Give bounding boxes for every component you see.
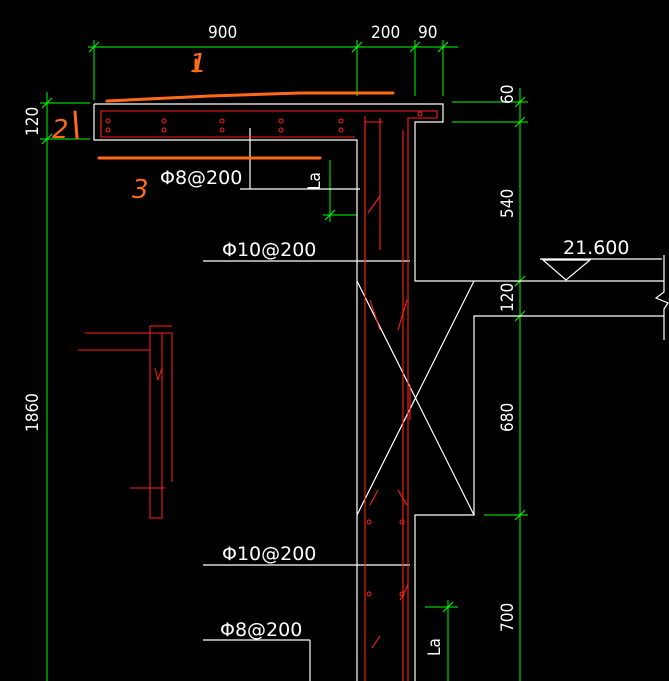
rebar-label-phi8-bottom: Φ8@200 — [220, 619, 302, 641]
elevation-label: 21.600 — [563, 237, 629, 259]
dim-right-680: 680 — [498, 403, 518, 432]
rebar-dots — [105, 111, 423, 597]
dim-90: 90 — [418, 23, 437, 43]
la-label-lower: La — [425, 638, 445, 656]
markup-note-2: 2 — [52, 115, 69, 145]
dim-right-540: 540 — [498, 189, 518, 218]
rebar-label-phi10-lower: Φ10@200 — [222, 543, 316, 565]
dimension-lines — [40, 40, 528, 681]
dim-right-60: 60 — [498, 85, 518, 104]
dim-right-700: 700 — [498, 603, 518, 632]
structure-outline — [93, 103, 669, 681]
dim-200: 200 — [371, 23, 400, 43]
dim-right-120: 120 — [498, 283, 518, 312]
rebar-sketch — [78, 325, 173, 519]
rebar-lines — [100, 110, 438, 681]
dim-left-1860: 1860 — [23, 393, 43, 432]
dim-left-120: 120 — [23, 107, 43, 136]
rebar-label-phi10-upper: Φ10@200 — [222, 239, 316, 261]
markup-note-1-tick — [73, 110, 79, 140]
markup-note-1: 1 — [190, 49, 207, 79]
markup-note-3: 3 — [132, 175, 149, 205]
markup-strokes — [97, 58, 395, 160]
dim-900: 900 — [208, 23, 237, 43]
rebar-label-phi8-top: Φ8@200 — [160, 167, 242, 189]
la-label-upper: La — [305, 172, 325, 190]
